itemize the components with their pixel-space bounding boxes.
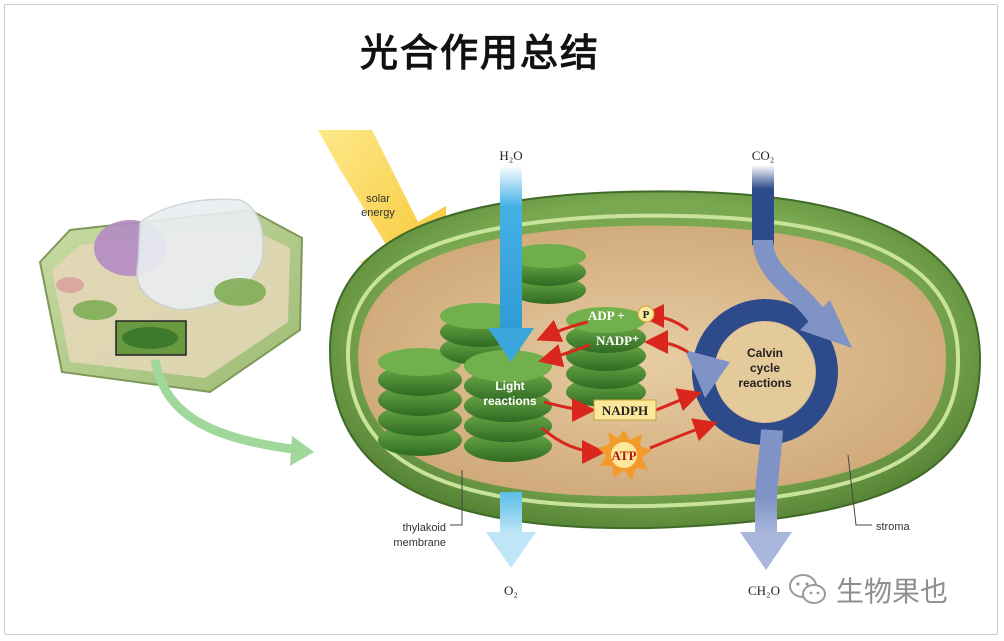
- calvin-cycle: [685, 239, 852, 501]
- thylakoid-label-2: membrane: [393, 537, 446, 549]
- calvin-arrow-left: [685, 350, 730, 398]
- adp-label: ADP +: [588, 308, 625, 323]
- zoom-arrow: [150, 359, 301, 455]
- ch2o-label: CH₂O: [748, 583, 780, 598]
- stroma-leader-line: [847, 454, 872, 526]
- phosphate-label: P: [643, 309, 650, 321]
- solar-label-2: energy: [361, 207, 395, 219]
- adp-label-group: ADP + P: [588, 305, 655, 323]
- page-title: 光合作用总结: [359, 31, 600, 75]
- wechat-icon: [789, 574, 826, 604]
- ch2o-arrow: [740, 498, 792, 570]
- plant-cell: [38, 198, 304, 394]
- watermark: 生物果也: [788, 570, 948, 610]
- atp-burst: ATP: [598, 430, 652, 480]
- light-reactions-label-1: Light: [495, 379, 524, 393]
- zoom-arrow-head: [290, 436, 314, 466]
- inner-membrane: [345, 213, 961, 509]
- nadp-label: NADP⁺: [596, 333, 639, 348]
- reaction-arrows: [536, 304, 718, 464]
- h2o-label: H₂O: [499, 148, 522, 163]
- calvin-label-3: reactions: [738, 376, 792, 390]
- watermark-text: 生物果也: [836, 575, 949, 608]
- calvin-arrow-right: [800, 300, 852, 348]
- o2-label: O₂: [504, 583, 518, 598]
- calvin-label-2: cycle: [750, 361, 780, 375]
- solar-label-1: solar: [366, 193, 390, 205]
- calvin-label-1: Calvin: [747, 346, 783, 360]
- nadph-box: NADPH: [593, 399, 657, 421]
- stroma-label: stroma: [876, 521, 911, 533]
- co2-arrow: [752, 165, 774, 245]
- water-arrow: [488, 165, 534, 362]
- slide-border: [4, 4, 998, 635]
- nadph-label: NADPH: [602, 403, 648, 418]
- atp-label: ATP: [611, 448, 636, 463]
- co2-label: CO₂: [752, 148, 775, 163]
- thylakoid-leader-line: [450, 470, 463, 526]
- oxygen-arrow: [486, 492, 536, 568]
- light-reactions-label-2: reactions: [483, 394, 537, 408]
- thylakoid-label-1: thylakoid: [403, 522, 446, 534]
